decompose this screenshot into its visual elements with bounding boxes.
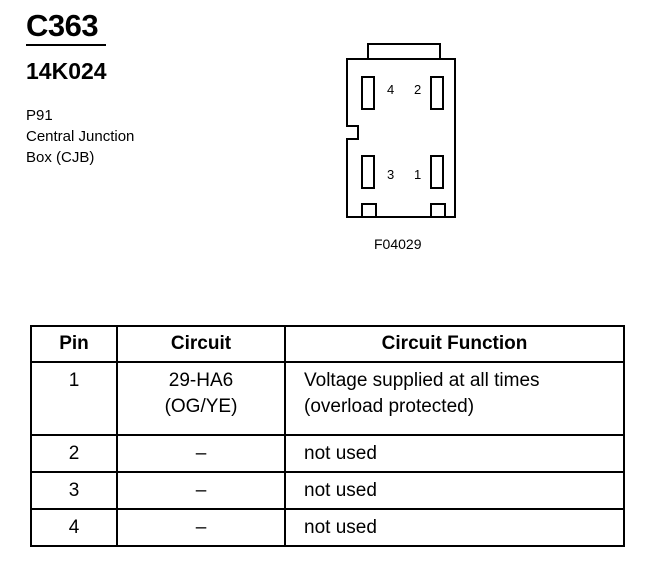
function-cell: Voltage supplied at all times (overload … — [284, 361, 625, 436]
function-cell: not used — [284, 508, 625, 547]
function-text: not used — [304, 443, 377, 464]
pin-label-4: 4 — [387, 82, 394, 97]
location-line: P91 — [26, 107, 53, 124]
location-line: Box (CJB) — [26, 149, 95, 166]
function-text: Voltage supplied at all times — [304, 370, 540, 391]
circuit-cell: 29-HA6 (OG/YE) — [116, 361, 286, 436]
table-row: 4 – not used — [30, 508, 625, 547]
pin-cavity-3 — [361, 155, 375, 189]
circuit-text: – — [195, 517, 207, 538]
pin-cell: 1 — [30, 361, 118, 436]
circuit-cell: – — [116, 508, 286, 547]
pin-cell: 2 — [30, 434, 118, 473]
column-header-pin: Pin — [30, 325, 118, 363]
connector-locking-tab — [367, 43, 441, 59]
circuit-text: – — [195, 443, 207, 464]
circuit-cell: – — [116, 471, 286, 510]
pin-cell: 3 — [30, 471, 118, 510]
figure-id: F04029 — [374, 236, 422, 252]
function-text: (overload protected) — [304, 396, 475, 417]
part-number: 14K024 — [26, 58, 107, 84]
pin-cavity-4 — [361, 76, 375, 110]
connector-foot — [430, 203, 446, 218]
pin-cell: 4 — [30, 508, 118, 547]
pin-function-table: Pin Circuit Circuit Function 1 29-HA6 (O… — [30, 325, 625, 547]
connector-id: C363 — [26, 8, 99, 43]
column-header-circuit: Circuit — [116, 325, 286, 363]
pin-label-3: 3 — [387, 167, 394, 182]
function-text: not used — [304, 517, 377, 538]
circuit-cell: – — [116, 434, 286, 473]
pin-label-2: 2 — [414, 82, 421, 97]
table-row: 3 – not used — [30, 471, 625, 510]
table-row: 2 – not used — [30, 434, 625, 473]
connector-face-diagram: 4 2 3 1 — [346, 43, 456, 218]
table-header-row: Pin Circuit Circuit Function — [30, 325, 625, 363]
pin-cavity-1 — [430, 155, 444, 189]
column-header-function: Circuit Function — [284, 325, 625, 363]
location-line: Central Junction — [26, 128, 135, 145]
connector-body-outline — [346, 58, 456, 218]
pin-label-1: 1 — [414, 167, 421, 182]
function-text: not used — [304, 480, 377, 501]
connector-location: P91 Central Junction Box (CJB) — [26, 105, 134, 168]
table-row: 1 29-HA6 (OG/YE) Voltage supplied at all… — [30, 361, 625, 436]
function-cell: not used — [284, 434, 625, 473]
function-cell: not used — [284, 471, 625, 510]
circuit-text: – — [195, 480, 207, 501]
connector-foot — [361, 203, 377, 218]
circuit-text: (OG/YE) — [164, 396, 238, 417]
connector-id-underline — [26, 44, 106, 46]
circuit-text: 29-HA6 — [168, 370, 234, 391]
pin-cavity-2 — [430, 76, 444, 110]
